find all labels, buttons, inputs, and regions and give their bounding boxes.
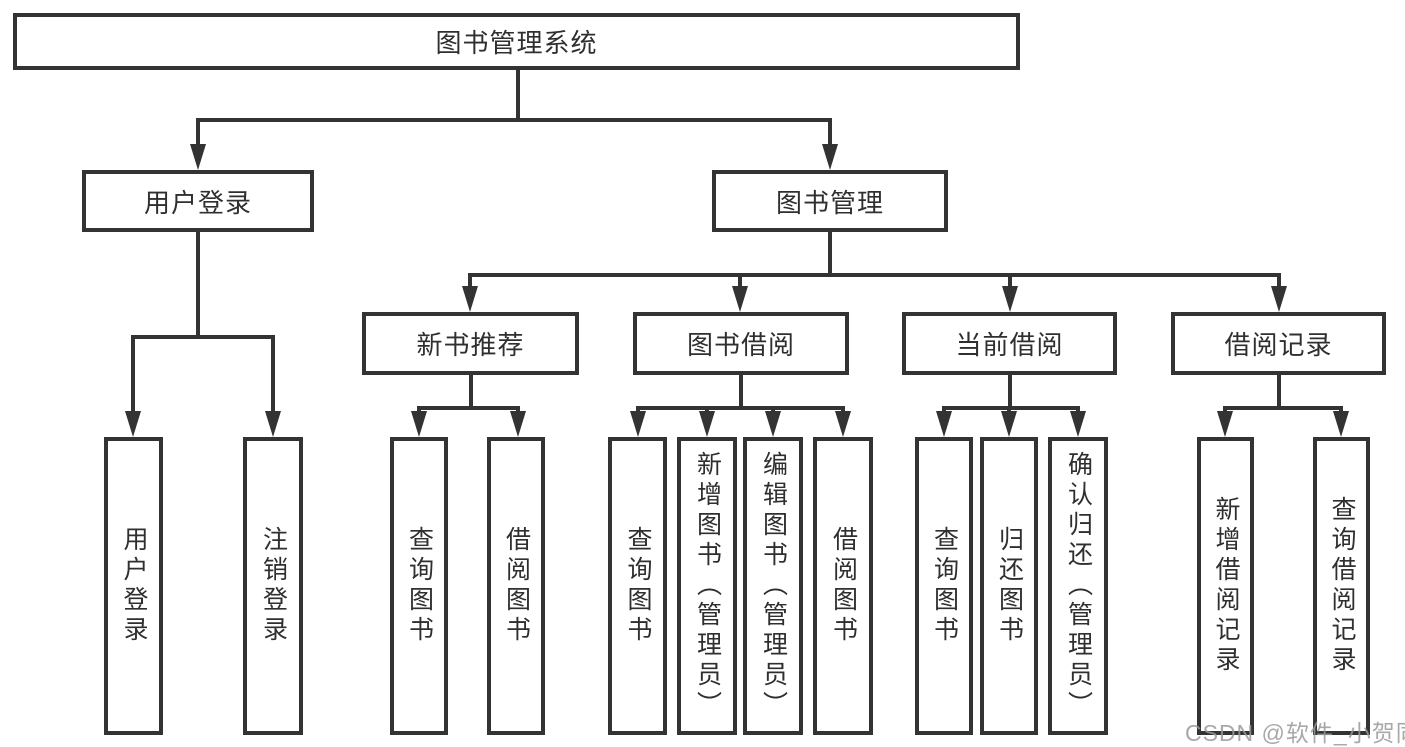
leaf-return-books: 归还图书 xyxy=(980,437,1038,735)
node-book-management: 图书管理 xyxy=(712,170,948,232)
connector-level3-bar xyxy=(468,273,1281,277)
leaf-label: 新增图书（管理员） xyxy=(693,451,722,721)
node-new-book-recommend: 新书推荐 xyxy=(362,312,579,375)
connector-group-bar xyxy=(1223,406,1343,410)
node-library-management-system: 图书管理系统 xyxy=(13,13,1020,70)
node-label: 用户登录 xyxy=(143,187,252,218)
connector-stem xyxy=(1008,273,1012,288)
connector-group-bar xyxy=(942,406,1080,410)
connector-group-bar xyxy=(417,406,520,410)
arrowhead-down-icon xyxy=(835,411,851,437)
connector-stem xyxy=(468,273,472,288)
connector-book-management-drop xyxy=(828,232,832,275)
arrowhead-down-icon xyxy=(265,411,281,437)
node-label: 图书借阅 xyxy=(686,330,795,360)
arrowhead-down-icon xyxy=(936,411,952,437)
connector-level2-bar xyxy=(196,118,832,122)
node-current-borrow: 当前借阅 xyxy=(902,312,1117,375)
node-label: 当前借阅 xyxy=(955,330,1064,360)
arrowhead-down-icon xyxy=(765,411,781,437)
node-label: 借阅记录 xyxy=(1224,330,1333,360)
connector-stem xyxy=(131,335,135,413)
connector-stem xyxy=(1339,406,1343,414)
leaf-label: 借阅图书 xyxy=(502,526,531,646)
arrowhead-down-icon xyxy=(1070,411,1086,437)
connector-group-bar xyxy=(636,406,845,410)
leaf-label: 新增借阅记录 xyxy=(1212,496,1240,676)
leaf-confirm-return-admin: 确认归还（管理员） xyxy=(1048,437,1108,735)
connector-stem xyxy=(1277,273,1281,288)
connector-drop xyxy=(739,375,743,408)
node-label: 图书管理系统 xyxy=(435,28,598,58)
leaf-add-book-admin: 新增图书（管理员） xyxy=(677,437,737,735)
arrowhead-down-icon xyxy=(732,286,748,312)
node-user-login: 用户登录 xyxy=(82,170,314,232)
node-label: 图书管理 xyxy=(775,187,884,218)
arrowhead-down-icon xyxy=(699,411,715,437)
arrowhead-down-icon xyxy=(510,411,526,437)
arrowhead-down-icon xyxy=(411,411,427,437)
connector-drop xyxy=(1277,375,1281,408)
connector-drop xyxy=(1008,375,1012,408)
connector-stem xyxy=(271,335,275,413)
leaf-label: 借阅图书 xyxy=(829,526,858,646)
connector-stem xyxy=(1223,406,1227,414)
leaf-label: 确认归还（管理员） xyxy=(1064,451,1093,721)
connector-stem xyxy=(841,406,845,414)
connector-stem xyxy=(196,118,200,146)
leaf-label: 查询图书 xyxy=(405,526,434,646)
node-book-borrow: 图书借阅 xyxy=(633,312,849,375)
arrowhead-down-icon xyxy=(630,411,646,437)
connector-stem xyxy=(942,406,946,414)
leaf-query-borrow-record: 查询借阅记录 xyxy=(1313,437,1370,735)
leaf-query-books-recommend: 查询图书 xyxy=(390,437,448,735)
connector-stem xyxy=(1076,406,1080,414)
arrowhead-down-icon xyxy=(462,286,478,312)
arrowhead-down-icon xyxy=(1001,411,1017,437)
arrowhead-down-icon xyxy=(125,411,141,437)
connector-user-login-bar xyxy=(131,335,275,339)
leaf-label: 编辑图书（管理员） xyxy=(759,451,788,721)
connector-drop xyxy=(469,375,473,408)
leaf-label: 归还图书 xyxy=(995,526,1024,646)
connector-stem xyxy=(516,406,520,414)
leaf-edit-book-admin: 编辑图书（管理员） xyxy=(743,437,803,735)
node-label: 新书推荐 xyxy=(416,330,525,360)
connector-user-login-drop xyxy=(196,232,200,337)
connector-stem xyxy=(738,273,742,288)
connector-stem xyxy=(705,406,709,414)
connector-root-drop xyxy=(516,70,520,120)
arrowhead-down-icon xyxy=(1333,411,1349,437)
leaf-label: 注销登录 xyxy=(259,526,288,646)
leaf-add-borrow-record: 新增借阅记录 xyxy=(1197,437,1254,735)
leaf-query-books-borrow: 查询图书 xyxy=(608,437,667,735)
leaf-label: 查询借阅记录 xyxy=(1328,496,1356,676)
arrowhead-down-icon xyxy=(822,144,838,170)
leaf-borrow-books: 借阅图书 xyxy=(813,437,873,735)
arrowhead-down-icon xyxy=(1271,286,1287,312)
arrowhead-down-icon xyxy=(190,144,206,170)
leaf-label: 查询图书 xyxy=(930,526,959,646)
leaf-logout: 注销登录 xyxy=(243,437,303,735)
leaf-label: 查询图书 xyxy=(624,526,652,646)
arrowhead-down-icon xyxy=(1217,411,1233,437)
arrowhead-down-icon xyxy=(1002,286,1018,312)
leaf-user-login: 用户登录 xyxy=(104,437,163,735)
csdn-watermark: CSDN @软件_小贺同学 xyxy=(1185,720,1405,746)
leaf-borrow-books-recommend: 借阅图书 xyxy=(487,437,545,735)
leaf-label: 用户登录 xyxy=(120,526,148,646)
connector-stem xyxy=(828,118,832,146)
connector-stem xyxy=(417,406,421,414)
leaf-query-books-current: 查询图书 xyxy=(915,437,973,735)
connector-stem xyxy=(771,406,775,414)
connector-stem xyxy=(1007,406,1011,414)
connector-stem xyxy=(636,406,640,414)
node-borrow-records: 借阅记录 xyxy=(1171,312,1386,375)
